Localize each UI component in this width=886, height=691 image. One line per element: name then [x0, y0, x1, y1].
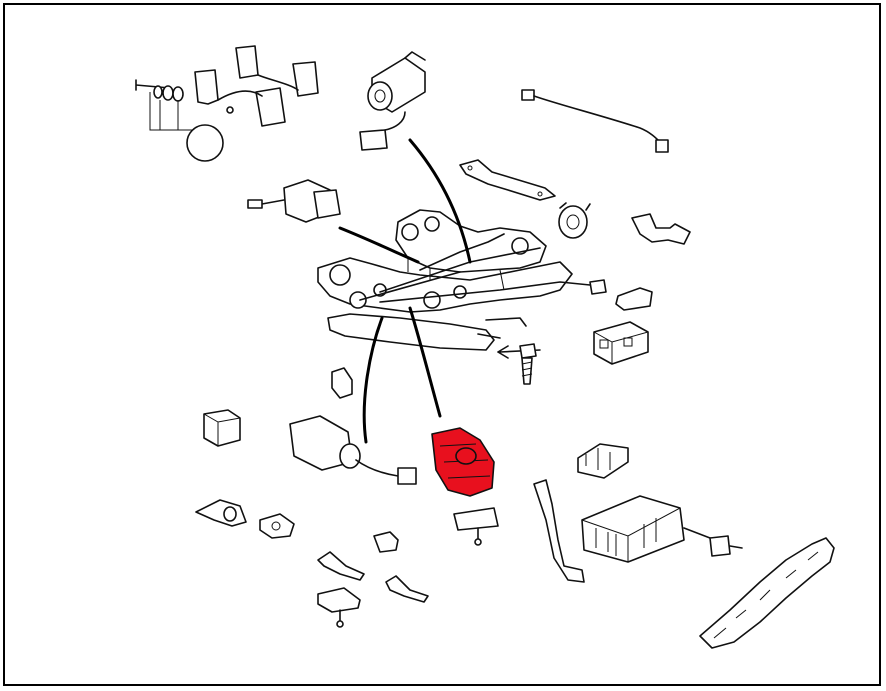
gearbox-highlighted — [431, 427, 495, 497]
lever-a — [317, 551, 365, 581]
side-trim-long — [533, 479, 585, 583]
lower-motor — [289, 415, 417, 485]
screw — [519, 343, 537, 385]
hinge-brackets — [194, 45, 319, 127]
knob — [453, 507, 499, 546]
cover-piece — [195, 499, 247, 527]
hinge-bolt-set — [135, 79, 224, 162]
assembly-arrows — [338, 138, 541, 444]
pin-bracket — [317, 587, 361, 628]
upper-motor — [359, 51, 426, 151]
lever-b — [385, 575, 429, 603]
end-cap — [615, 287, 653, 311]
switch-block — [203, 409, 241, 447]
strap-clip — [631, 213, 691, 245]
plug — [373, 531, 399, 553]
rail-bracket — [459, 159, 556, 201]
connector-block — [593, 321, 649, 365]
gear-ring — [558, 202, 591, 239]
left-motor — [247, 179, 341, 223]
cam-piece — [259, 513, 295, 539]
relay-holder — [577, 443, 629, 479]
seat-frame — [317, 209, 607, 351]
guide-rail — [699, 537, 835, 649]
control-module — [581, 495, 711, 563]
wire-harness — [521, 89, 669, 153]
small-clip — [331, 367, 353, 399]
fuse — [709, 535, 743, 557]
